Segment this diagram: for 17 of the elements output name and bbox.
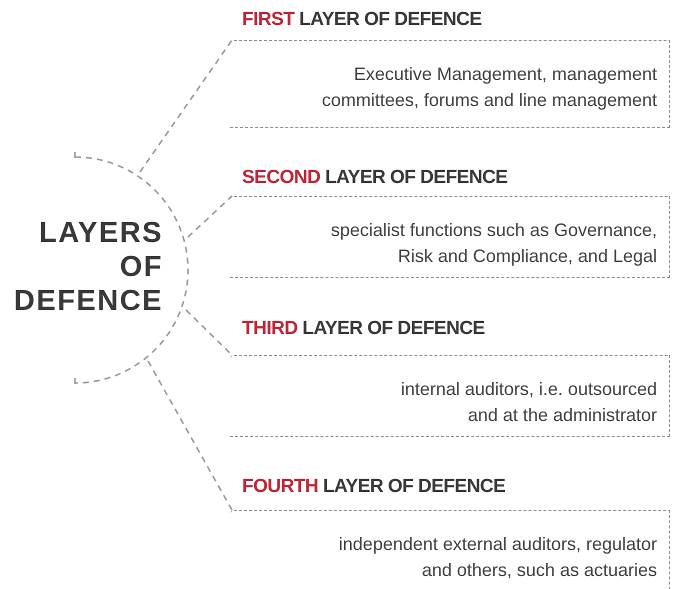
layer-heading: LAYER OF DEFENCE: [322, 476, 506, 497]
layer-heading: LAYER OF DEFENCE: [299, 9, 482, 30]
layer-description: Executive Management, management committees, forums and line management: [320, 63, 657, 112]
layer-description: independent external auditors, regulator and others, such as actuaries: [338, 533, 657, 582]
layer-description: specialist functions such as Governance, Risk and Compliance, and Legal: [330, 219, 657, 268]
layer-number: FOURTH: [242, 476, 318, 497]
dashed-connector: [185, 309, 233, 356]
dashed-connector: [139, 40, 233, 172]
layer-number: FIRST: [242, 9, 294, 30]
layer-number: THIRD: [242, 318, 298, 339]
hub-label: LAYERS OF DEFENCE: [12, 216, 163, 318]
layer-heading: LAYER OF DEFENCE: [325, 167, 508, 188]
layer-number: SECOND: [242, 167, 320, 188]
layer-description: internal auditors, i.e. outsourced and at the administrator: [400, 378, 657, 427]
dashed-connector: [187, 195, 233, 238]
dashed-connector: [147, 360, 233, 510]
layer-heading: LAYER OF DEFENCE: [302, 318, 485, 339]
